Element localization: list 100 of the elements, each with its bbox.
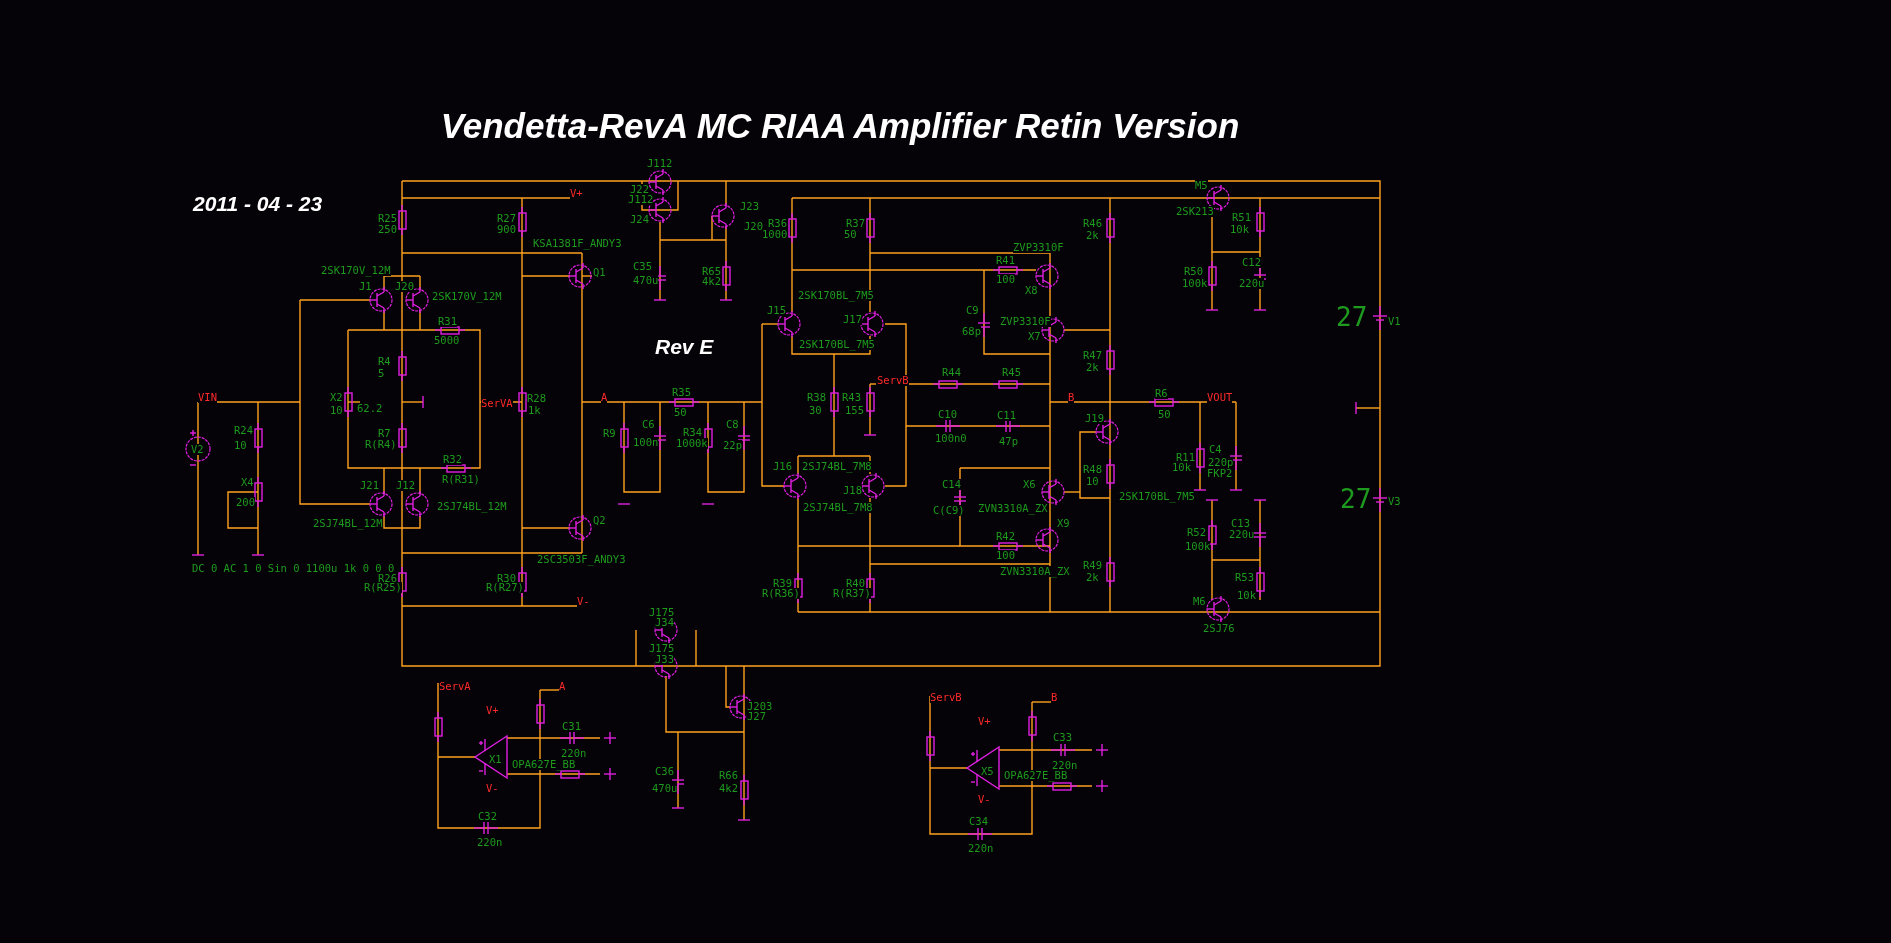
part-label: V2 xyxy=(191,444,204,455)
part-label: J33 xyxy=(655,654,674,665)
part-label: C14 xyxy=(942,479,961,490)
part-label: R(R31) xyxy=(442,474,480,485)
part-label: J24 xyxy=(630,214,649,225)
part-label: R44 xyxy=(942,367,961,378)
part-label: KSA1381F_ANDY3 xyxy=(533,238,622,249)
part-label: 62.2 xyxy=(357,403,383,414)
part-label: 200 xyxy=(236,497,255,508)
part-label: R53 xyxy=(1235,572,1254,583)
part-label: R6 xyxy=(1155,388,1168,399)
part-label: ZVN3310A_ZX xyxy=(1000,566,1070,577)
part-label: 10k xyxy=(1172,462,1191,473)
part-label: 5000 xyxy=(434,335,460,346)
part-label: J23 xyxy=(740,201,759,212)
part-label: 220u xyxy=(1239,278,1265,289)
part-label: M6 xyxy=(1193,596,1206,607)
part-label: J19 xyxy=(1085,413,1104,424)
part-label: 2k xyxy=(1086,572,1099,583)
net-label: B xyxy=(1068,392,1075,403)
part-label: R28 xyxy=(527,393,546,404)
part-label: R32 xyxy=(443,454,462,465)
part-label: R4 xyxy=(378,356,391,367)
net-label: V- xyxy=(577,596,590,607)
part-label: J15 xyxy=(767,305,786,316)
part-label: 220u xyxy=(1229,529,1255,540)
part-label: 470u xyxy=(633,275,659,286)
part-label: R37 xyxy=(846,218,865,229)
part-label: 1k xyxy=(528,405,541,416)
part-label: R46 xyxy=(1083,218,1102,229)
part-label: R51 xyxy=(1232,212,1251,223)
part-label: C31 xyxy=(562,721,581,732)
part-label: X9 xyxy=(1057,518,1070,529)
part-label: 2SJ74BL_7M8 xyxy=(802,461,872,472)
part-label: 100n xyxy=(633,437,659,448)
part-label: 2SJ76 xyxy=(1203,623,1235,634)
part-label: R27 xyxy=(497,213,516,224)
net-label: V- xyxy=(978,794,991,805)
part-label: J12 xyxy=(396,480,415,491)
net-label: SerVA xyxy=(481,398,513,409)
part-label: FKP2 xyxy=(1207,468,1233,479)
part-label: R34 xyxy=(683,427,702,438)
part-label: 2SJ74BL_7M8 xyxy=(803,502,873,513)
part-label: 100k xyxy=(1185,541,1211,552)
part-label: J112 xyxy=(628,194,654,205)
net-label: ServB xyxy=(877,375,909,386)
part-label: C36 xyxy=(655,766,674,777)
part-label: 10 xyxy=(234,440,247,451)
part-label: R36 xyxy=(768,218,787,229)
part-label: X5 xyxy=(981,766,994,777)
part-label: R66 xyxy=(719,770,738,781)
part-label: R49 xyxy=(1083,560,1102,571)
part-label: C(C9) xyxy=(933,505,965,516)
part-label: OPA627E_BB xyxy=(1004,770,1068,781)
part-label: R7 xyxy=(378,428,391,439)
part-label: X4 xyxy=(241,477,254,488)
part-label: 30 xyxy=(809,405,822,416)
net-label: VOUT xyxy=(1207,392,1233,403)
part-label: 4k2 xyxy=(719,783,738,794)
part-label: R(R27) xyxy=(486,582,524,593)
part-label: 2k xyxy=(1086,362,1099,373)
part-label: C4 xyxy=(1209,444,1222,455)
part-label: ZVP3310F xyxy=(1000,316,1051,327)
part-label: 50 xyxy=(844,229,857,240)
part-label: R9 xyxy=(603,428,616,439)
part-label: R(R4) xyxy=(365,439,397,450)
part-label: 2SJ74BL_12M xyxy=(313,518,383,529)
part-label: X8 xyxy=(1025,285,1038,296)
part-label: M5 xyxy=(1195,180,1208,191)
part-label: C10 xyxy=(938,409,957,420)
part-label: R(R36) xyxy=(762,588,800,599)
part-label: 470u xyxy=(652,783,678,794)
part-label: ZVN3310A_ZX xyxy=(978,503,1048,514)
net-label: A xyxy=(559,681,566,692)
part-label: J1 xyxy=(359,281,372,292)
part-label: Q1 xyxy=(593,267,606,278)
part-label: R42 xyxy=(996,531,1015,542)
part-label: R24 xyxy=(234,425,253,436)
part-label: J112 xyxy=(647,158,673,169)
part-label: 5 xyxy=(378,368,385,379)
part-label: J17 xyxy=(843,314,862,325)
part-label: R(R25) xyxy=(364,582,402,593)
part-label: C34 xyxy=(969,816,988,827)
part-label: 2k xyxy=(1086,230,1099,241)
part-label: X1 xyxy=(489,754,502,765)
part-label: C6 xyxy=(642,419,655,430)
part-label: DC 0 AC 1 0 Sin 0 1100u 1k 0 0 0 xyxy=(192,563,395,574)
part-label: OPA627E_BB xyxy=(512,759,576,770)
part-label: 10 xyxy=(1086,476,1099,487)
part-label: X2 xyxy=(330,392,343,403)
part-label: 100n0 xyxy=(935,433,967,444)
part-label: 10k xyxy=(1237,590,1256,601)
part-label: J175 xyxy=(649,643,675,654)
part-label: 220n xyxy=(1052,760,1078,771)
part-label: R38 xyxy=(807,392,826,403)
part-label: 220n xyxy=(561,748,587,759)
part-label: R25 xyxy=(378,213,397,224)
net-label: ServB xyxy=(930,692,962,703)
part-label: X7 xyxy=(1028,331,1041,342)
part-label: ZVP3310F xyxy=(1013,242,1064,253)
